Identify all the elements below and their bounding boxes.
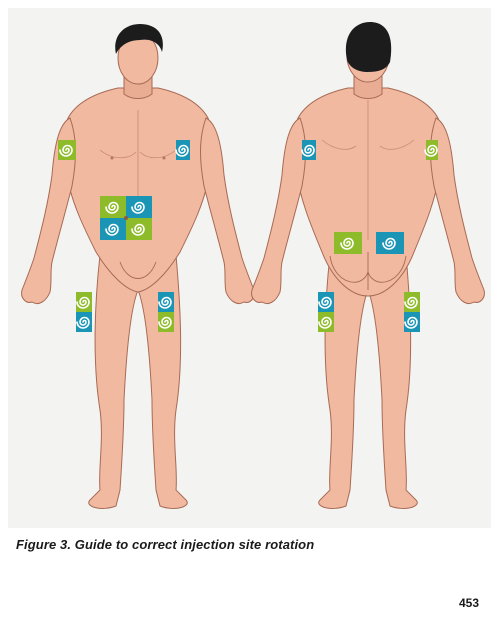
site-front-thigh-left xyxy=(76,292,92,332)
back-arm-left xyxy=(252,118,306,304)
site-front-upper-arm-left xyxy=(58,140,76,160)
site-front-abdomen xyxy=(100,196,152,240)
back-arm-right xyxy=(431,118,485,304)
page-number: 453 xyxy=(459,596,479,610)
site-back-thigh-left xyxy=(318,292,334,332)
site-back-upper-arm-left xyxy=(302,140,316,160)
front-nipple-left xyxy=(111,157,114,160)
front-view-figure xyxy=(22,24,255,508)
site-back-thigh-right xyxy=(404,292,420,332)
injection-site-diagram xyxy=(0,0,497,530)
site-back-upper-arm-right xyxy=(425,140,438,160)
site-front-thigh-right xyxy=(158,292,174,332)
front-nipple-right xyxy=(163,157,166,160)
front-navel xyxy=(124,216,128,220)
figure-caption: Figure 3. Guide to correct injection sit… xyxy=(16,537,314,552)
back-view-figure xyxy=(252,22,485,508)
back-hair xyxy=(346,22,391,72)
front-arm-right xyxy=(201,118,255,304)
site-front-upper-arm-right xyxy=(176,140,190,160)
